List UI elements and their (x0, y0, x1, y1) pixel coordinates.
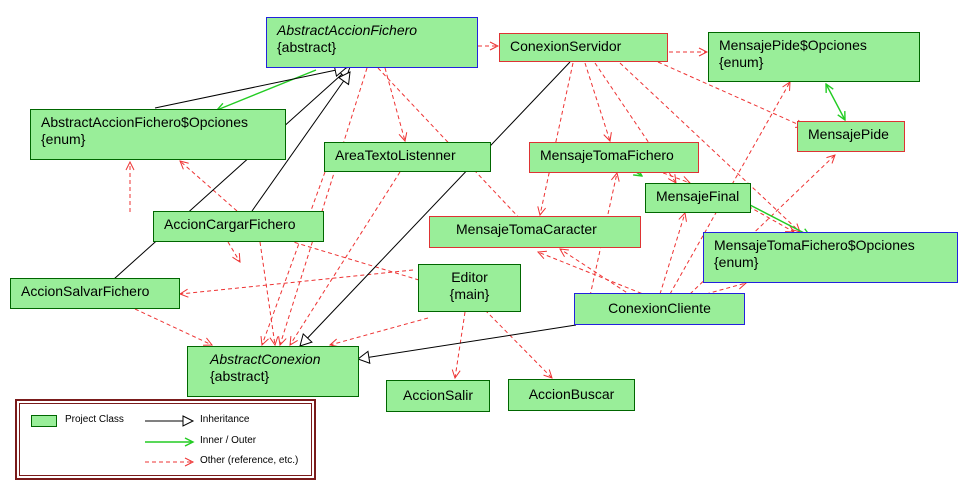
class-title: AbstractConexion (210, 351, 321, 367)
class-accion-buscar[interactable]: AccionBuscar (508, 379, 635, 411)
dependency-edge (262, 171, 326, 345)
dependency-edge (384, 67, 405, 141)
legend-inheritance: Inheritance (200, 414, 250, 425)
dependency-edge (540, 62, 574, 215)
class-mensaje-pide-opciones[interactable]: MensajePide$Opciones {enum} (708, 32, 920, 82)
class-title: AccionSalir (402, 387, 474, 403)
inner-outer-edge (749, 204, 810, 236)
class-title: MensajeTomaFichero (540, 147, 674, 163)
class-conexion-cliente[interactable]: ConexionCliente (574, 293, 745, 325)
inner-outer-edge (826, 84, 845, 120)
class-area-texto-listenner[interactable]: AreaTextoListenner (324, 142, 491, 172)
class-accion-salvar-fichero[interactable]: AccionSalvarFichero (10, 278, 180, 309)
dependency-edge (259, 241, 275, 345)
dependency-edge (455, 311, 466, 378)
class-mensaje-pide[interactable]: MensajePide (797, 121, 905, 152)
class-stereotype: {abstract} (210, 368, 270, 384)
class-title: AbstractAccionFichero$Opciones (41, 114, 248, 130)
dependency-edge (619, 62, 800, 232)
dependency-edge (657, 61, 804, 127)
class-mensaje-toma-fichero[interactable]: MensajeTomaFichero (529, 142, 699, 173)
inheritance-edge (251, 71, 351, 212)
class-title: MensajeTomaFichero$Opciones (714, 237, 915, 253)
class-title: AreaTextoListenner (335, 147, 456, 163)
class-accion-cargar-fichero[interactable]: AccionCargarFichero (153, 211, 324, 242)
class-stereotype: {main} (449, 286, 490, 302)
dependency-edge (484, 309, 552, 378)
class-title: MensajePide (808, 126, 889, 142)
class-abstract-accion-fichero-opciones[interactable]: AbstractAccionFichero$Opciones {enum} (30, 109, 286, 160)
inheritance-edge (356, 324, 577, 364)
class-abstract-conexion[interactable]: AbstractConexion {abstract} (187, 346, 359, 397)
legend-other: Other (reference, etc.) (200, 455, 299, 466)
class-stereotype: {enum} (719, 54, 764, 70)
class-mensaje-toma-fichero-opciones[interactable]: MensajeTomaFichero$Opciones {enum} (703, 232, 958, 283)
dependency-edge (584, 62, 610, 141)
dependency-edge (330, 317, 429, 345)
legend-class-swatch (31, 415, 57, 427)
class-title: MensajePide$Opciones (719, 37, 867, 53)
dependency-edge (227, 241, 240, 262)
class-title: AccionSalvarFichero (21, 283, 150, 299)
legend-inner-outer-line (145, 437, 195, 447)
class-mensaje-toma-caracter[interactable]: MensajeTomaCaracter (429, 216, 641, 248)
inheritance-edge (113, 66, 351, 280)
class-title: MensajeTomaCaracter (456, 221, 597, 237)
legend: Project Class Inheritance Inner / Outer … (15, 399, 316, 480)
inheritance-edge (299, 61, 571, 347)
legend-inheritance-line (145, 415, 195, 427)
inner-outer-edge (217, 69, 317, 110)
dependency-edge (180, 161, 238, 212)
dependency-edge (180, 269, 414, 294)
class-mensaje-final[interactable]: MensajeFinal (645, 183, 751, 213)
legend-project-class: Project Class (65, 414, 124, 425)
class-title: AbstractAccionFichero (277, 22, 418, 38)
class-title: Editor (451, 269, 488, 285)
dependency-edge (659, 213, 685, 295)
class-title: ConexionServidor (510, 38, 622, 54)
class-accion-salir[interactable]: AccionSalir (386, 380, 490, 412)
class-stereotype: {enum} (41, 131, 86, 147)
dependency-edge (689, 155, 835, 295)
class-abstract-accion-fichero[interactable]: AbstractAccionFichero {abstract} (266, 17, 478, 68)
dependency-edge (290, 171, 401, 345)
dependency-edge (134, 308, 212, 345)
class-title: ConexionCliente (608, 300, 711, 316)
class-conexion-servidor[interactable]: ConexionServidor (499, 33, 668, 62)
inheritance-edge (154, 63, 348, 109)
dependency-edge (538, 252, 649, 297)
class-editor[interactable]: Editor {main} (418, 264, 521, 312)
legend-other-line (145, 457, 195, 467)
dependency-edge (270, 235, 420, 281)
class-stereotype: {enum} (714, 254, 759, 270)
class-title: MensajeFinal (656, 188, 740, 204)
dependency-edge (729, 195, 794, 232)
dependency-edge (560, 249, 633, 297)
dependency-edge (377, 67, 540, 240)
class-title: AccionCargarFichero (164, 216, 296, 232)
legend-inner-outer: Inner / Outer (200, 435, 257, 446)
class-stereotype: {abstract} (277, 39, 337, 55)
class-title: AccionBuscar (528, 386, 615, 402)
dependency-edge (280, 67, 368, 345)
